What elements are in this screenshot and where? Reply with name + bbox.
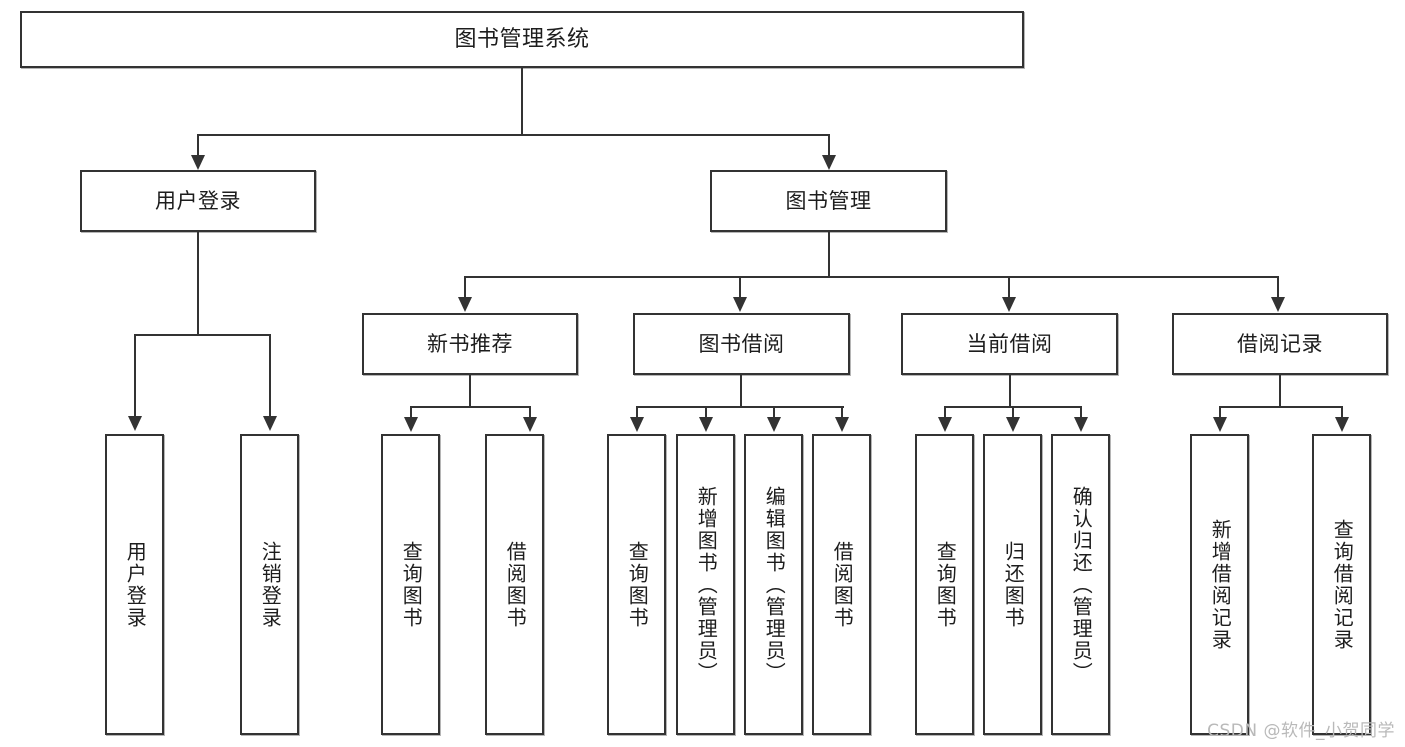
leaf-user-login-1[interactable]: 注销登录 xyxy=(240,434,299,735)
connector-bookborrow-l1 xyxy=(636,406,639,420)
arrowhead-currentborrow-l3 xyxy=(1074,417,1088,432)
node-book-borrow[interactable]: 图书借阅 xyxy=(633,313,850,375)
connector-root-bar xyxy=(197,134,829,137)
node-label: 查询图书 xyxy=(625,540,650,629)
arrowhead-newbook-l2 xyxy=(523,417,537,432)
leaf-current-borrow-0[interactable]: 查询图书 xyxy=(915,434,974,735)
connector-book-mgmt-stem xyxy=(828,232,831,278)
leaf-current-borrow-2[interactable]: 确认归还（管理员） xyxy=(1051,434,1110,735)
arrowhead-book-mgmt-c3 xyxy=(1002,297,1016,312)
arrowhead-currentborrow-l2 xyxy=(1006,417,1020,432)
arrowhead-root-to-book-mgmt xyxy=(822,155,836,170)
arrowhead-book-mgmt-c2 xyxy=(733,297,747,312)
arrowhead-root-to-user-login xyxy=(191,155,205,170)
node-label: 借阅图书 xyxy=(830,540,855,629)
node-label: 归还图书 xyxy=(1001,540,1026,629)
node-label: 新增图书（管理员） xyxy=(694,485,719,684)
arrowhead-bookborrow-l3 xyxy=(767,417,781,432)
connector-book-mgmt-c3 xyxy=(1008,276,1011,300)
node-book-management[interactable]: 图书管理 xyxy=(710,170,947,232)
connector-bookborrow-l4 xyxy=(841,406,844,420)
arrowhead-newbook-l1 xyxy=(404,417,418,432)
leaf-book-borrow-0[interactable]: 查询图书 xyxy=(607,434,666,735)
connector-borrowrecord-bar xyxy=(1219,406,1341,409)
connector-root-stem xyxy=(521,68,524,136)
connector-bookborrow-l2 xyxy=(705,406,708,420)
connector-root-to-book-mgmt xyxy=(828,134,831,158)
arrowhead-borrowrecord-l1 xyxy=(1213,417,1227,432)
arrowhead-book-mgmt-c4 xyxy=(1271,297,1285,312)
connector-currentborrow-l1 xyxy=(944,406,947,420)
connector-root-to-user-login xyxy=(197,134,200,158)
node-borrow-record[interactable]: 借阅记录 xyxy=(1172,313,1388,375)
node-label: 新书推荐 xyxy=(427,331,513,356)
leaf-user-login-0[interactable]: 用户登录 xyxy=(105,434,164,735)
node-label: 新增借阅记录 xyxy=(1208,518,1233,651)
node-label: 借阅图书 xyxy=(503,540,528,629)
connector-book-mgmt-c1 xyxy=(464,276,467,300)
leaf-book-borrow-1[interactable]: 新增图书（管理员） xyxy=(676,434,735,735)
leaf-new-book-recommend-0[interactable]: 查询图书 xyxy=(381,434,440,735)
connector-user-login-bar xyxy=(134,334,271,337)
connector-currentborrow-l2 xyxy=(1012,406,1015,420)
connector-bookborrow-stem xyxy=(740,375,743,408)
node-label: 借阅记录 xyxy=(1237,331,1323,356)
node-label: 当前借阅 xyxy=(966,331,1053,356)
node-label: 注销登录 xyxy=(258,540,283,629)
connector-newbook-l1 xyxy=(410,406,413,420)
node-new-book-recommend[interactable]: 新书推荐 xyxy=(362,313,578,375)
connector-borrowrecord-l2 xyxy=(1341,406,1344,420)
leaf-book-borrow-2[interactable]: 编辑图书（管理员） xyxy=(744,434,803,735)
arrowhead-user-login-leaf1 xyxy=(128,416,142,431)
arrowhead-borrowrecord-l2 xyxy=(1335,417,1349,432)
arrowhead-currentborrow-l1 xyxy=(938,417,952,432)
connector-book-mgmt-bar xyxy=(464,276,1277,279)
leaf-new-book-recommend-1[interactable]: 借阅图书 xyxy=(485,434,544,735)
connector-bookborrow-l3 xyxy=(773,406,776,420)
arrowhead-bookborrow-l2 xyxy=(699,417,713,432)
connector-user-login-stem xyxy=(197,232,200,336)
node-label: 查询图书 xyxy=(933,540,958,629)
leaf-borrow-record-1[interactable]: 查询借阅记录 xyxy=(1312,434,1371,735)
connector-book-mgmt-c2 xyxy=(739,276,742,300)
node-label: 图书管理系统 xyxy=(454,26,590,52)
arrowhead-user-login-leaf2 xyxy=(263,416,277,431)
connector-currentborrow-stem xyxy=(1009,375,1012,408)
connector-borrowrecord-stem xyxy=(1279,375,1282,408)
node-label: 确认归还（管理员） xyxy=(1069,485,1094,684)
connector-borrowrecord-l1 xyxy=(1219,406,1222,420)
node-root-system[interactable]: 图书管理系统 xyxy=(20,11,1024,68)
arrowhead-bookborrow-l4 xyxy=(835,417,849,432)
connector-user-login-leaf2 xyxy=(269,334,272,419)
connector-newbook-bar xyxy=(410,406,529,409)
connector-newbook-stem xyxy=(469,375,472,408)
node-current-borrow[interactable]: 当前借阅 xyxy=(901,313,1118,375)
node-label: 用户登录 xyxy=(123,540,148,629)
connector-user-login-leaf1 xyxy=(134,334,137,419)
node-label: 查询图书 xyxy=(399,540,424,629)
node-label: 编辑图书（管理员） xyxy=(762,485,787,684)
node-label: 用户登录 xyxy=(155,188,241,213)
node-user-login[interactable]: 用户登录 xyxy=(80,170,316,232)
connector-book-mgmt-c4 xyxy=(1277,276,1280,300)
leaf-book-borrow-3[interactable]: 借阅图书 xyxy=(812,434,871,735)
connector-currentborrow-l3 xyxy=(1080,406,1083,420)
node-label: 图书管理 xyxy=(785,188,872,213)
leaf-borrow-record-0[interactable]: 新增借阅记录 xyxy=(1190,434,1249,735)
connector-newbook-l2 xyxy=(529,406,532,420)
node-label: 图书借阅 xyxy=(698,331,785,356)
connector-bookborrow-bar xyxy=(636,406,844,409)
arrowhead-bookborrow-l1 xyxy=(630,417,644,432)
leaf-current-borrow-1[interactable]: 归还图书 xyxy=(983,434,1042,735)
arrowhead-book-mgmt-c1 xyxy=(458,297,472,312)
node-label: 查询借阅记录 xyxy=(1330,518,1355,651)
